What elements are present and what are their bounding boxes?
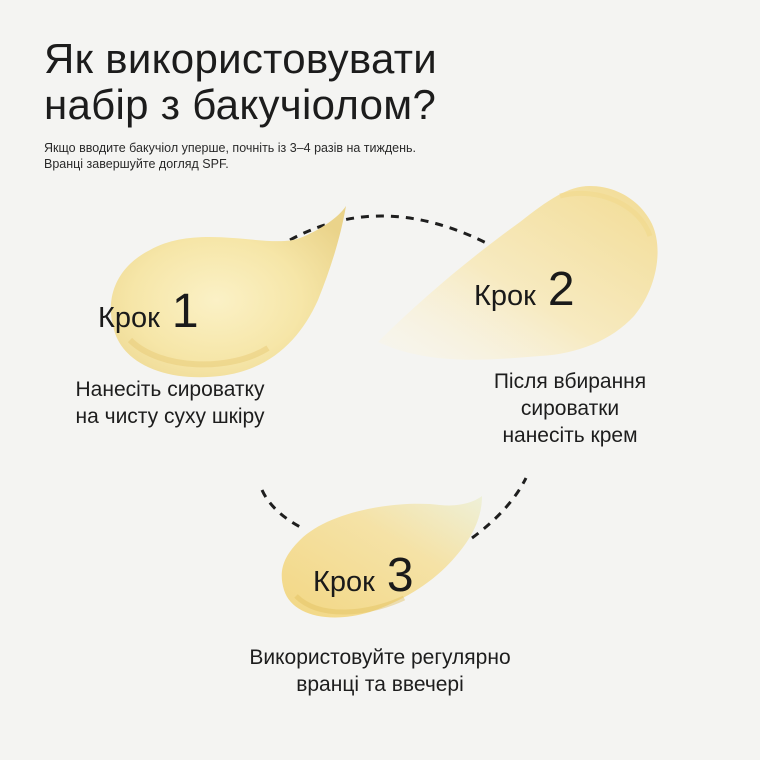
- step-3-description: Використовуйте регулярно вранці та ввече…: [200, 644, 560, 698]
- page-title: Як використовувати набір з бакучіолом?: [44, 36, 437, 128]
- step-3-desc-line-2: вранці та ввечері: [296, 673, 464, 696]
- step-1-number: 1: [171, 285, 199, 338]
- step-2-label: Крок 2: [474, 262, 575, 317]
- step-3-desc-line-1: Використовуйте регулярно: [249, 646, 511, 669]
- title-line-2: набір з бакучіолом?: [44, 81, 437, 128]
- step-3-word: Крок: [313, 566, 375, 598]
- intro-line-2: Вранці завершуйте догляд SPF.: [44, 157, 229, 171]
- step-1-label: Крок 1: [98, 284, 199, 339]
- step-1-description: Нанесіть сироватку на чисту суху шкіру: [40, 376, 300, 430]
- step-1-word: Крок: [98, 302, 160, 334]
- cream-swatch-2: [378, 186, 658, 360]
- step-3-label: Крок 3: [313, 548, 414, 603]
- connector-arc-bottom-left: [260, 489, 303, 530]
- connector-arc-top: [289, 214, 533, 272]
- step-2-desc-line-2: сироватки: [520, 397, 620, 420]
- step-2-word: Крок: [474, 280, 536, 312]
- step-3-number: 3: [386, 549, 414, 602]
- step-2-desc-line-1: Після вбирання: [493, 370, 647, 393]
- cream-swatch-1: [110, 206, 346, 378]
- intro-text: Якщо вводите бакучіол уперше, почніть із…: [44, 140, 416, 172]
- step-1-desc-line-2: на чисту суху шкіру: [75, 405, 265, 428]
- title-line-1: Як використовувати: [44, 35, 438, 82]
- intro-line-1: Якщо вводите бакучіол уперше, почніть із…: [44, 141, 417, 155]
- step-2-number: 2: [547, 263, 575, 316]
- step-2-desc-line-3: нанесіть крем: [502, 424, 638, 447]
- cream-swatch-3: [281, 496, 482, 618]
- step-2-description: Після вбирання сироватки нанесіть крем: [440, 368, 700, 449]
- step-1-desc-line-1: Нанесіть сироватку: [75, 378, 265, 401]
